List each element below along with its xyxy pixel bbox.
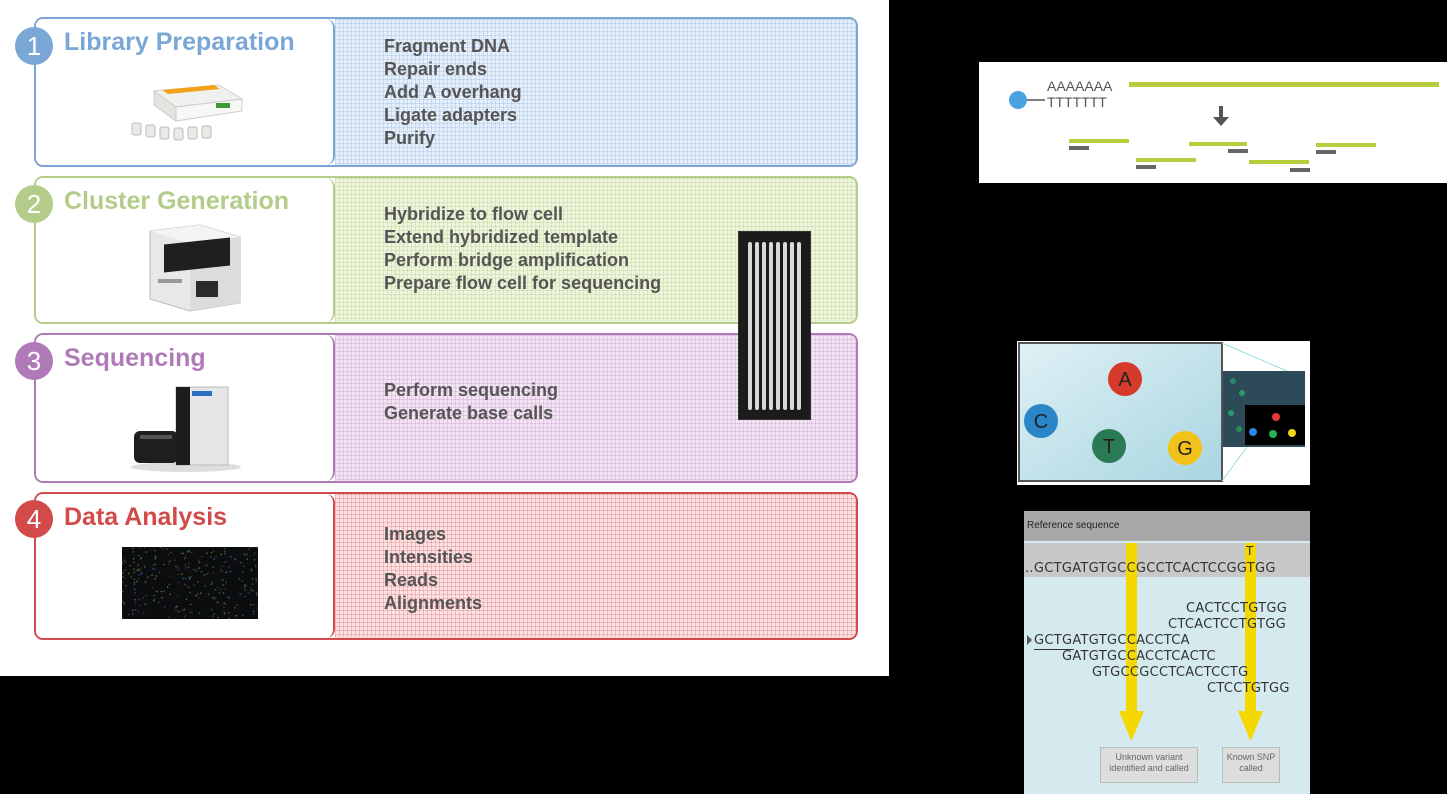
- reference-row: [1024, 543, 1310, 577]
- unknown-variant-callout: Unknown variant identified and called: [1100, 747, 1198, 783]
- sequencer-instrument-image: [131, 386, 241, 472]
- known-snp-callout: Known SNP called: [1222, 747, 1280, 783]
- down-arrow-icon: [1213, 106, 1229, 126]
- stage-data-analysis: Images Intensities Reads Alignments Data…: [34, 492, 858, 640]
- read-line: CTCACTCCTGTGG: [1168, 617, 1286, 632]
- step-item: Extend hybridized template: [384, 227, 619, 247]
- step-item: Perform bridge amplification: [384, 250, 630, 270]
- stage-title-area: Cluster Generation: [36, 178, 335, 322]
- step-number-badge: 3: [15, 342, 53, 380]
- svg-text:A: A: [1118, 369, 1132, 391]
- read-line: GCTGATGTGCCACCTCA: [1034, 633, 1190, 648]
- stage-title: Sequencing: [64, 344, 206, 372]
- base-circle-t: T: [1092, 429, 1126, 463]
- stage-title-area: Data Analysis: [36, 494, 335, 638]
- step-number-badge: 4: [15, 500, 53, 538]
- step-item: Hybridize to flow cell: [384, 204, 564, 224]
- stage-title: Data Analysis: [64, 503, 228, 531]
- step-item: Perform sequencing: [384, 380, 559, 400]
- cbot-instrument-image: [149, 224, 241, 312]
- stage-title-area: Library Preparation: [36, 19, 335, 165]
- read-line: CACTCCTGTGG: [1186, 601, 1288, 616]
- step-list: Perform sequencing Generate base calls: [384, 379, 558, 425]
- bottom-strand-label: TTTTTTT: [1047, 94, 1107, 110]
- step-list: Fragment DNA Repair ends Add A overhang …: [384, 35, 522, 150]
- stage-title-area: Sequencing: [36, 335, 335, 481]
- reference-sequence: ..GCTGATGTGCCGCCTCACTCCGGTGG: [1025, 561, 1276, 576]
- base-circle-g: G: [1168, 431, 1202, 465]
- step-number-badge: 1: [15, 27, 53, 65]
- read-line: GATGTGCCACCTCACTC: [1062, 649, 1216, 664]
- step-item: Intensities: [384, 547, 474, 567]
- step-list: Hybridize to flow cell Extend hybridized…: [384, 203, 661, 295]
- step-item: Ligate adapters: [384, 105, 518, 125]
- stage-cluster-generation: Hybridize to flow cell Extend hybridized…: [34, 176, 858, 324]
- svg-text:G: G: [1177, 438, 1193, 460]
- step-item: Alignments: [384, 593, 483, 613]
- step-item: Add A overhang: [384, 82, 522, 102]
- read-underline: [1034, 649, 1074, 650]
- alignment-panel: Reference sequence T ..GCTGATGTGCCGCCTCA…: [1024, 511, 1310, 794]
- adapter-ligation-panel: AAAAAAA TTTTTTT: [979, 62, 1447, 183]
- top-strand-label: AAAAAAA: [1047, 78, 1113, 94]
- read-line: GTGCCGCCTCACTCCTG: [1092, 665, 1249, 680]
- svg-text:C: C: [1034, 411, 1048, 433]
- ngs-workflow-panel: Fragment DNA Repair ends Add A overhang …: [0, 0, 889, 676]
- base-circle-c: C: [1024, 404, 1058, 438]
- variant-arrows: [1027, 543, 1263, 741]
- step-item: Prepare flow cell for sequencing: [384, 273, 662, 293]
- step-item: Generate base calls: [384, 403, 554, 423]
- reference-sequence-header: Reference sequence: [1024, 511, 1310, 541]
- step-number-badge: 2: [15, 185, 53, 223]
- stage-steps-area: Images Intensities Reads Alignments: [335, 494, 856, 638]
- stage-title: Cluster Generation: [64, 187, 290, 215]
- adapter-ligation-diagram: AAAAAAA TTTTTTT: [1009, 78, 1439, 172]
- stage-steps-area: Fragment DNA Repair ends Add A overhang …: [335, 19, 856, 165]
- base-call-diagram: A C T G: [1018, 342, 1305, 482]
- stage-title: Library Preparation: [64, 28, 295, 56]
- bead-icon: [1009, 91, 1027, 109]
- snp-base-label: T: [1246, 544, 1254, 558]
- step-item: Repair ends: [384, 59, 488, 79]
- stage-library-preparation: Fragment DNA Repair ends Add A overhang …: [34, 17, 858, 167]
- cluster-image: [122, 547, 258, 619]
- flow-cell-image: [738, 231, 811, 420]
- step-item: Fragment DNA: [384, 36, 511, 56]
- base-circle-a: A: [1108, 362, 1142, 396]
- base-call-panel: A C T G: [1017, 341, 1310, 485]
- svg-text:T: T: [1103, 436, 1115, 458]
- stage-sequencing: Perform sequencing Generate base calls S…: [34, 333, 858, 483]
- step-item: Reads: [384, 570, 439, 590]
- step-item: Images: [384, 524, 447, 544]
- library-prep-kit-image: [131, 84, 244, 141]
- step-item: Purify: [384, 128, 436, 148]
- step-list: Images Intensities Reads Alignments: [384, 523, 482, 615]
- fluorescence-zoom-image: [1228, 378, 1296, 438]
- read-line: CTCCTGTGG: [1207, 681, 1290, 696]
